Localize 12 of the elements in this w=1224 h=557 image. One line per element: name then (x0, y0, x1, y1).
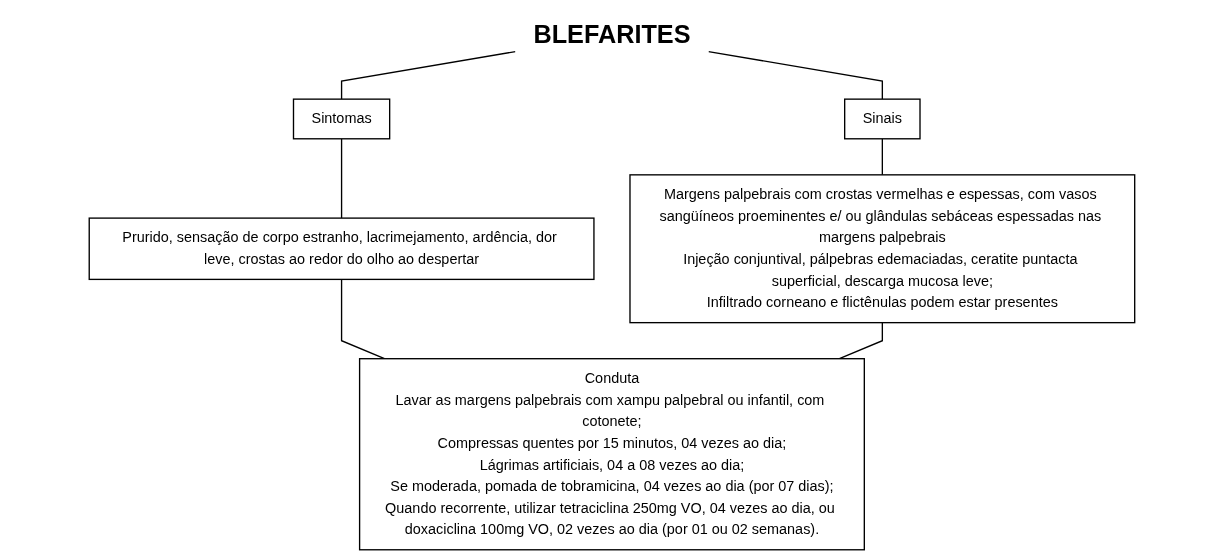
connector (838, 321, 884, 360)
node-box: Sintomas (292, 98, 391, 140)
node-box: Conduta Lavar as margens palpebrais com xampu palpebral ou infantil, com cotonete; Compressas quentes por 15 minutos, 04 vezes ao dia; Lágrimas artificiais, 04 a 08 vezes ao dia; Se moderada, pomada de tobramicina, 04 vezes ao dia (por 07 dias); Quando recorrente, utilizar tetraciclina 250mg VO, 04 vezes ao dia, ou doxaciclina 100mg VO, 02 vezes ao dia (por 01 ou 02 semanas). (358, 358, 866, 551)
node-box: Prurido, sensação de corpo estranho, lacrimejamento, ardência, dor leve, crostas ao redor do olho ao despertar (88, 217, 595, 281)
connector (881, 138, 884, 176)
connector (340, 50, 517, 100)
connector (340, 278, 386, 360)
node-box: Sinais (844, 98, 921, 140)
node-text: BLEFARITES (533, 20, 691, 49)
connector (340, 138, 343, 219)
node-box: Margens palpebrais com crostas vermelhas e espessas, com vasos sangüíneos proeminentes e/ ou glândulas sebáceas espessadas nas margens palpebrais Injeção conjuntival, pálpebras edemaciadas, ceratite puntacta superficial, descarga mucosa leve; Infiltrado corneano e flictênulas podem estar presentes (629, 174, 1136, 324)
connector (707, 50, 884, 100)
